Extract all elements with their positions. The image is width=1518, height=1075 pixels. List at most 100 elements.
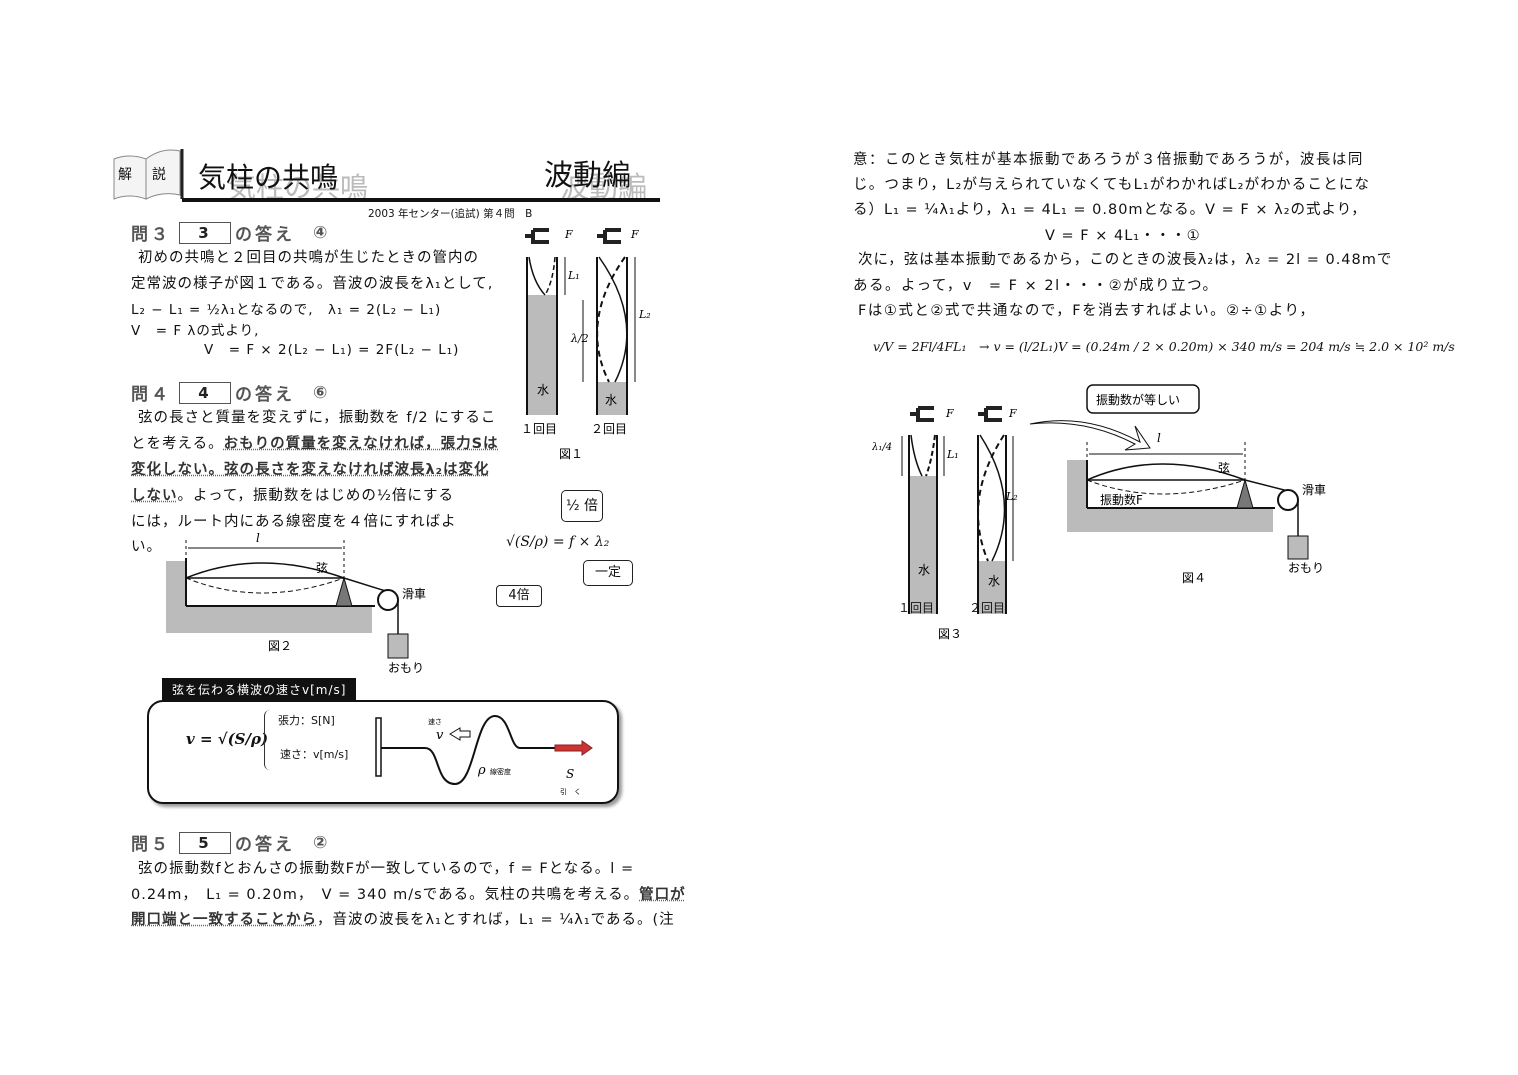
fig3-first-label: １回目: [898, 601, 935, 615]
speed-small-label: 速さ: [428, 718, 442, 726]
tension-label: 張力：S[N]: [278, 714, 335, 727]
tuning-fork-icon: [910, 406, 934, 422]
q3-line-4: V = F λの式より,: [131, 323, 260, 339]
constant-bubble: 一定: [583, 560, 633, 586]
brace: [264, 710, 271, 770]
q5-line-2-underlined: 管口が: [639, 887, 686, 903]
q5-line-2: 0.24m， L₁ = 0.20m， V = 340 m/sである。気柱の共鳴を…: [131, 883, 686, 904]
pulley-icon: [377, 589, 399, 611]
fig2-caption: 図２: [268, 639, 292, 653]
figure-2: l 弦 滑車 おもり 図２: [166, 531, 426, 675]
q5-line-2-plain: 0.24m， L₁ = 0.20m， V = 340 m/sである。気柱の共鳴を…: [131, 887, 640, 903]
fig4-length-label: l: [1157, 431, 1161, 445]
q4-answer-box: 4: [179, 381, 231, 404]
q4-line-4-rest: 。よって，振動数をはじめの½倍にする: [177, 488, 455, 504]
q4-line-2-plain: とを考える。: [131, 436, 224, 452]
q5-heading: 問５ 5 の答え ②: [131, 830, 330, 855]
q4-line-6: い。: [131, 539, 162, 555]
curved-arrow-icon: [1029, 420, 1151, 451]
q4-line-1: 弦の長さと質量を変えずに，振動数を f/2 にするこ: [138, 410, 497, 426]
fig1-caption: 図１: [559, 447, 583, 461]
q5-line-1: 弦の振動数fとおんさの振動数Fが一致しているので，f = Fとなる。l =: [138, 861, 635, 877]
q3-line-3: L₂ − L₁ = ½λ₁となるので, λ₁ = 2(L₂ − L₁): [131, 302, 442, 318]
q5-answer-label: の答え: [235, 835, 295, 855]
right-line-4: V = F × 4L₁・・・①: [1045, 228, 1201, 244]
fig2-pulley-label: 滑車: [402, 587, 426, 601]
fig2-weight-label: おもり: [388, 661, 424, 675]
s-label: S: [566, 767, 574, 781]
weight-icon: [387, 633, 409, 659]
fig3-water-label-2: 水: [988, 574, 1000, 588]
pull-label: 引 く: [560, 787, 581, 796]
fig3-l2-label: L₂: [1005, 490, 1018, 503]
fig3-l1-label: L₁: [946, 448, 959, 461]
q4-answer-label: の答え: [235, 385, 295, 405]
fig2-length-label: l: [256, 531, 260, 545]
fig4-frequency-label: 振動数F: [1100, 492, 1143, 507]
q3-answer-label: の答え: [235, 225, 295, 245]
rho-label: ρ: [477, 763, 486, 778]
figure-3: F F λ₁/4 L₁ 水 L₂ 水 図３: [872, 406, 1018, 641]
fig1-fork-label-1: F: [564, 228, 573, 241]
q3-answer-box: 3: [179, 221, 231, 244]
v-label: v: [436, 728, 444, 743]
source-label: 2003 年センター(追試) 第４問 B: [368, 208, 533, 220]
q4-line-2-underlined: おもりの質量を変えなければ，張力Sは: [223, 436, 499, 452]
page-title: 気柱の共鳴: [198, 161, 339, 194]
tuning-fork-icon: [525, 228, 549, 244]
fig1-water-label-1: 水: [537, 383, 549, 397]
pull-arrow-icon: [554, 740, 593, 756]
q4-label: 問４: [131, 385, 171, 405]
fig4-weight-label: おもり: [1288, 561, 1324, 575]
q5-line-3: 開口端と一致することから，音波の波長をλ₁とすれば，L₁ = ¼λ₁である。(注: [131, 908, 675, 929]
q3-heading: 問３ 3 の答え ④: [131, 220, 330, 245]
wave-diagram: 速さ v ρ 線密度 S 引 く: [375, 714, 593, 796]
q5-line-3-underlined: 開口端と一致することから: [131, 912, 317, 928]
q5-line-3-rest: ，音波の波長をλ₁とすれば，L₁ = ¼λ₁である。(注: [317, 912, 675, 928]
q4-line-4-underlined: しない: [131, 488, 178, 504]
q3-answer: ④: [313, 222, 331, 243]
fig1-fork-label-2: F: [630, 228, 639, 241]
q5-label: 問５: [131, 835, 171, 855]
q4-heading: 問４ 4 の答え ⑥: [131, 380, 330, 405]
fig1-water-label-2: 水: [605, 393, 617, 407]
q3-line-5: V = F × 2(L₂ − L₁) = 2F(L₂ − L₁): [204, 342, 460, 358]
figure-4: 振動数が等しい l 弦 振動数F 滑車 おもり 図４: [1029, 384, 1326, 585]
fig3-fork-label-1: F: [945, 407, 954, 420]
open-book-icon: [113, 149, 184, 200]
fig4-string-label: 弦: [1218, 460, 1230, 475]
header-rule: [182, 198, 660, 202]
fig1-first-label: １回目: [521, 422, 557, 436]
fig1-half-lambda-label: λ/2: [570, 332, 589, 345]
tuning-fork-icon: [597, 228, 621, 244]
right-line-2: じ。つまり，L₂が与えられていなくてもL₁がわかればL₂がわかることにな: [853, 177, 1371, 193]
q3-line-1: 初めの共鳴と２回目の共鳴が生じたときの管内の: [138, 250, 479, 266]
right-line-3: る）L₁ = ¼λ₁より，λ₁ = 4L₁ = 0.80mとなる。V = F ×…: [853, 202, 1367, 218]
fig1-second-label: ２回目: [591, 422, 627, 436]
fig2-string-label: 弦: [316, 560, 328, 575]
badge-right: 説: [152, 167, 166, 183]
wave-box-title: 弦を伝わる横波の速さv[m/s]: [162, 678, 357, 701]
q5-answer: ②: [313, 832, 331, 853]
left-arrow-icon: [449, 727, 471, 741]
wave-formula: v = √(S/ρ): [186, 730, 269, 748]
linear-density-label: 線密度: [490, 767, 511, 776]
figure-1: F F L₁ λ/2 水 L₂ 水 １回目 ２回目 図１: [521, 228, 651, 461]
weight-icon: [1287, 535, 1309, 560]
speed-label: 速さ：v[m/s]: [280, 748, 349, 761]
right-line-7: Fは①式と②式で共通なので，Fを消去すればよい。②÷①より，: [858, 303, 1316, 319]
wave-speed-box: [147, 700, 619, 804]
right-line-1: 意：このとき気柱が基本振動であろうが３倍振動であろうが，波長は同: [853, 152, 1364, 168]
q4-answer: ⑥: [313, 382, 331, 403]
q4-line-2: とを考える。おもりの質量を変えなければ，張力Sは: [131, 432, 499, 453]
fig3-second-label: ２回目: [969, 601, 1006, 615]
half-times-bubble: ½ 倍: [561, 490, 603, 522]
right-line-6: ある。よって，v = F × 2l・・・②が成り立つ。: [853, 278, 1219, 294]
q4-line-5: には，ルート内にある線密度を４倍にすればよ: [131, 514, 457, 530]
four-times-bubble: 4倍: [496, 585, 542, 607]
q5-answer-box: 5: [179, 831, 231, 854]
q4-line-3: 変化しない。弦の長さを変えなければ波長λ₂は変化: [131, 462, 490, 478]
equal-frequency-bubble: [1086, 384, 1200, 414]
fig3-fork-label-2: F: [1008, 407, 1017, 420]
q3-line-2: 定常波の様子が図１である。音波の波長をλ₁として,: [131, 276, 494, 292]
